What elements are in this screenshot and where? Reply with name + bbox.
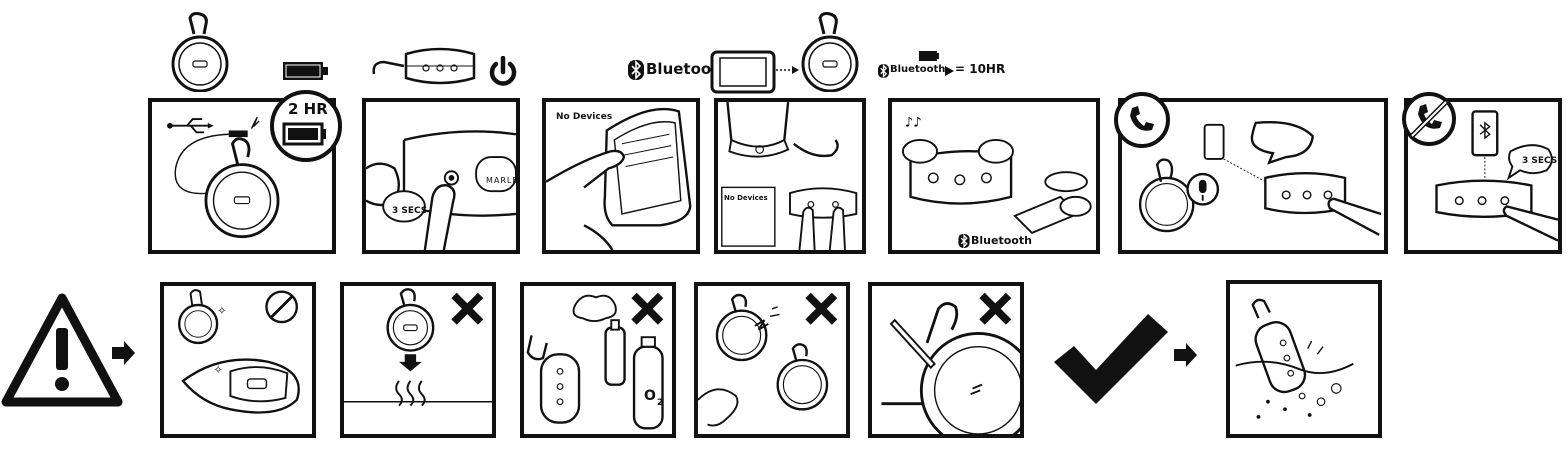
battery-icon xyxy=(283,62,328,80)
calls-illustration xyxy=(1138,121,1382,236)
svg-text:✧: ✧ xyxy=(217,303,227,317)
power-hold-label: 3 SECS xyxy=(392,206,428,216)
pair-illustration xyxy=(546,107,692,250)
controls-illustration: ♪♪ xyxy=(901,116,1092,243)
warning-no-sharp xyxy=(868,282,1024,438)
no-chemicals-illustration: ✧ ✧ xyxy=(177,289,300,414)
arrow-right-icon xyxy=(112,341,135,365)
charge-time-label: 2 HR xyxy=(288,100,328,118)
charge-illustration xyxy=(167,116,280,239)
battery-small-icon xyxy=(919,51,939,61)
play-time-label: = 10HR xyxy=(955,62,1006,76)
oxygen-label: O xyxy=(644,388,656,404)
pair-two-illustration xyxy=(721,102,858,250)
reset-hold-label: 3 SECS xyxy=(1522,156,1558,166)
phone-landscape-icon xyxy=(710,50,776,94)
speaker-icon-top-2 xyxy=(801,12,859,92)
phone-call-icon xyxy=(1114,92,1170,148)
warning-no-chemicals: ✧ ✧ xyxy=(160,282,316,438)
ok-splash-water xyxy=(1226,280,1382,438)
panel-controls: ♪♪ Bluetooth xyxy=(888,98,1100,254)
charge-badge-circle xyxy=(270,90,342,162)
pair-two-screen-text: No Devices xyxy=(724,194,768,202)
water-illustration xyxy=(1235,298,1354,419)
bluetooth-label-small: Bluetooth xyxy=(890,64,946,75)
no-drop-illustration xyxy=(698,292,838,427)
power-illustration xyxy=(366,130,516,250)
controls-bluetooth-label: Bluetooth xyxy=(971,234,1032,247)
panel-pair: No Devices xyxy=(542,98,700,254)
no-heat-illustration xyxy=(344,288,492,407)
speaker-side-icon xyxy=(372,47,476,85)
warning-no-drop xyxy=(694,282,850,438)
warning-no-spray: O 2 xyxy=(520,282,676,438)
oxygen-subscript: 2 xyxy=(657,398,664,408)
play-icon-small xyxy=(945,66,954,76)
warning-no-heat xyxy=(340,282,496,438)
power-button-brand: MARLEY xyxy=(486,176,519,185)
arrow-right-icon-2 xyxy=(1174,343,1197,367)
bluetooth-icon-top xyxy=(628,60,644,80)
arrow-dotted-icon xyxy=(776,66,799,74)
pair-screen-text: No Devices xyxy=(556,112,613,122)
reset-illustration xyxy=(1435,110,1558,242)
power-icon xyxy=(489,56,517,86)
panel-power: MARLEY 3 SECS xyxy=(362,98,520,254)
panel-pair-two: No Devices xyxy=(714,98,866,254)
bluetooth-icon-small xyxy=(878,64,889,78)
svg-text:♪♪: ♪♪ xyxy=(905,116,922,131)
controls-bluetooth-icon xyxy=(958,234,970,248)
bluetooth-label-top: Bluetooth xyxy=(646,60,730,78)
no-sharp-illustration xyxy=(881,292,1020,434)
svg-text:✧: ✧ xyxy=(213,362,223,376)
checkmark-icon xyxy=(1054,314,1168,404)
no-call-icon xyxy=(1402,92,1456,146)
speaker-icon-top xyxy=(171,12,229,92)
no-spray-illustration xyxy=(526,292,664,430)
warning-triangle-icon xyxy=(1,293,123,407)
